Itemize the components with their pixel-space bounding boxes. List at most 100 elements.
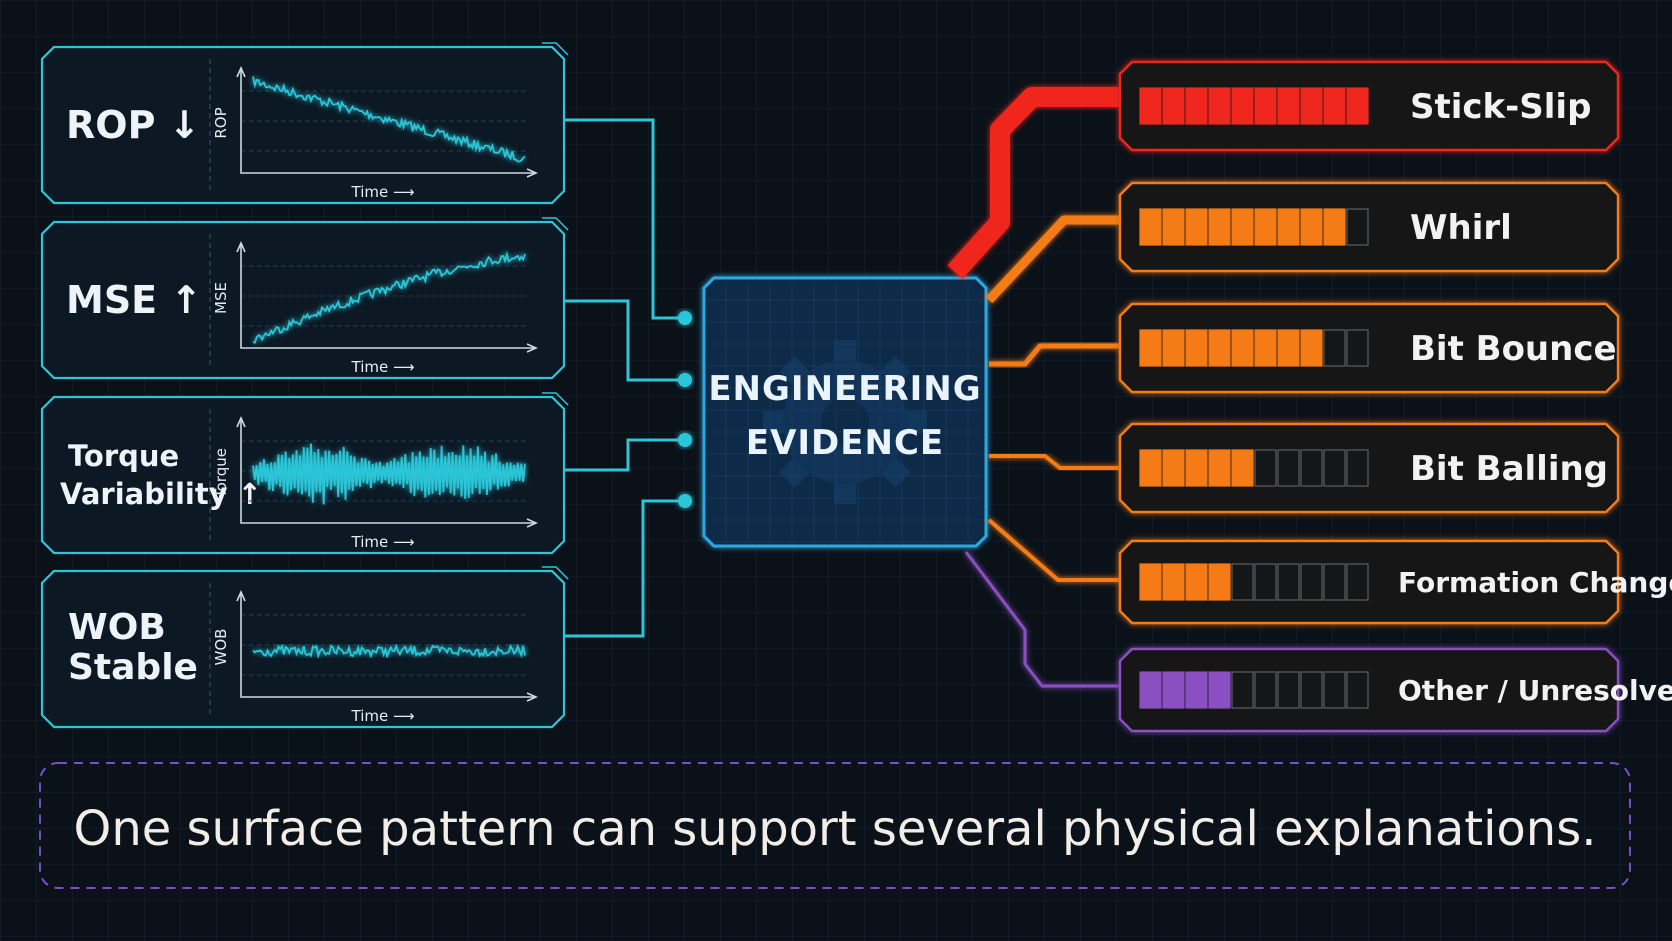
gear-tooth	[834, 478, 856, 504]
evidence-bar-segment	[1254, 87, 1277, 125]
hypothesis-frame	[1118, 539, 1620, 625]
gear-tooth	[779, 356, 814, 391]
evidence-bar-segment	[1323, 671, 1346, 709]
panel-frame	[40, 45, 566, 205]
hypothesis-connector	[964, 551, 1120, 688]
evidence-bar-segment	[1231, 208, 1254, 246]
evidence-bar-segment	[1231, 671, 1254, 709]
evidence-bar-segment	[1277, 329, 1300, 367]
hypothesis-whirl: Whirl	[1118, 181, 1620, 273]
evidence-bar-segment	[1208, 563, 1231, 601]
evidence-bar-segment	[1139, 449, 1162, 487]
evidence-bar-segment	[1231, 563, 1254, 601]
hypothesis-connector	[989, 454, 1120, 470]
gear-body	[783, 360, 907, 484]
evidence-bar-segment	[1139, 87, 1162, 125]
evidence-bar-segment	[1277, 87, 1300, 125]
caption-text: One surface pattern can support several …	[74, 801, 1597, 857]
signal-connector	[562, 118, 685, 320]
panel-frame	[40, 220, 566, 380]
evidence-bar-segment	[1162, 329, 1185, 367]
y-axis-label: MSE	[212, 282, 230, 314]
evidence-bar-segment	[1254, 329, 1277, 367]
gear-tooth	[779, 453, 814, 488]
hypothesis-label: Bit Balling	[1410, 449, 1608, 489]
evidence-bar-segment	[1162, 449, 1185, 487]
evidence-bar-segment	[1185, 671, 1208, 709]
evidence-bar-segment	[1277, 208, 1300, 246]
hypothesis-other-unresolved: Other / Unresolved	[1118, 647, 1672, 733]
evidence-bar-segment	[1300, 449, 1323, 487]
hypothesis-formation-change: Formation Change	[1118, 539, 1672, 625]
connector-node-dot	[678, 494, 692, 508]
evidence-bar-segment	[1231, 449, 1254, 487]
hypothesis-connector	[989, 343, 1120, 367]
hypothesis-bit-bounce: Bit Bounce	[1118, 302, 1620, 394]
y-axis-arrowhead	[236, 590, 246, 602]
evidence-bar-segment	[1208, 449, 1231, 487]
mini-chart: MSE Time ⟶	[212, 241, 538, 376]
evidence-bar-segment	[1323, 329, 1346, 367]
evidence-bar-segment	[1162, 87, 1185, 125]
chart-axes	[240, 419, 535, 524]
evidence-bar-segment	[1323, 87, 1346, 125]
gear-tooth	[876, 356, 911, 391]
evidence-bar-segment	[1208, 87, 1231, 125]
hub-title-line-2: EVIDENCE	[746, 423, 944, 463]
evidence-bar-segment	[1277, 563, 1300, 601]
signal-label: Torque	[68, 439, 179, 473]
evidence-bar-segment	[1162, 208, 1185, 246]
evidence-bar-segment	[1346, 671, 1369, 709]
signal-connector	[562, 299, 685, 382]
evidence-bar-segment	[1346, 329, 1369, 367]
hypothesis-frame	[1118, 422, 1620, 514]
panel-corner-accent	[542, 42, 569, 56]
evidence-bar-segment	[1208, 329, 1231, 367]
evidence-bar-segment	[1254, 563, 1277, 601]
evidence-bar-segment	[1208, 208, 1231, 246]
gear-tooth	[834, 340, 856, 366]
x-axis-label: Time ⟶	[351, 707, 415, 725]
evidence-bar-segment	[1346, 449, 1369, 487]
y-axis-arrowhead	[236, 241, 246, 253]
panel-corner-accent	[542, 392, 569, 406]
evidence-bar-segment	[1346, 87, 1369, 125]
hypothesis-bit-balling: Bit Balling	[1118, 422, 1620, 514]
evidence-bar-segment	[1254, 449, 1277, 487]
panel-corner-accent	[542, 566, 569, 580]
signal-label: WOB	[68, 607, 166, 648]
x-axis-label: Time ⟶	[351, 183, 415, 201]
hypothesis-label: Stick-Slip	[1410, 87, 1591, 127]
hypothesis-connector	[985, 215, 1120, 304]
evidence-bar-segment	[1231, 87, 1254, 125]
signal-trace	[252, 643, 526, 660]
chart-axes	[240, 593, 535, 698]
evidence-bar-segment	[1277, 671, 1300, 709]
caption-banner: One surface pattern can support several …	[39, 762, 1631, 889]
evidence-bar-segment	[1139, 329, 1162, 367]
evidence-bar-segment	[1300, 329, 1323, 367]
evidence-bar-segment	[1346, 208, 1369, 246]
x-axis-label: Time ⟶	[351, 358, 415, 376]
y-axis-arrowhead	[236, 416, 246, 428]
y-axis-arrowhead	[236, 66, 246, 78]
signal-label: Stable	[68, 647, 198, 688]
hub-frame	[702, 276, 988, 548]
hypothesis-frame	[1118, 60, 1620, 152]
evidence-bar-segment	[1162, 563, 1185, 601]
evidence-bar-segment	[1323, 208, 1346, 246]
y-axis-label: Torque	[212, 448, 230, 499]
evidence-bar-segment	[1139, 671, 1162, 709]
signal-connector	[562, 499, 685, 638]
x-axis-label: Time ⟶	[351, 533, 415, 551]
connector-node-dot	[678, 311, 692, 325]
evidence-bar-segment	[1300, 671, 1323, 709]
